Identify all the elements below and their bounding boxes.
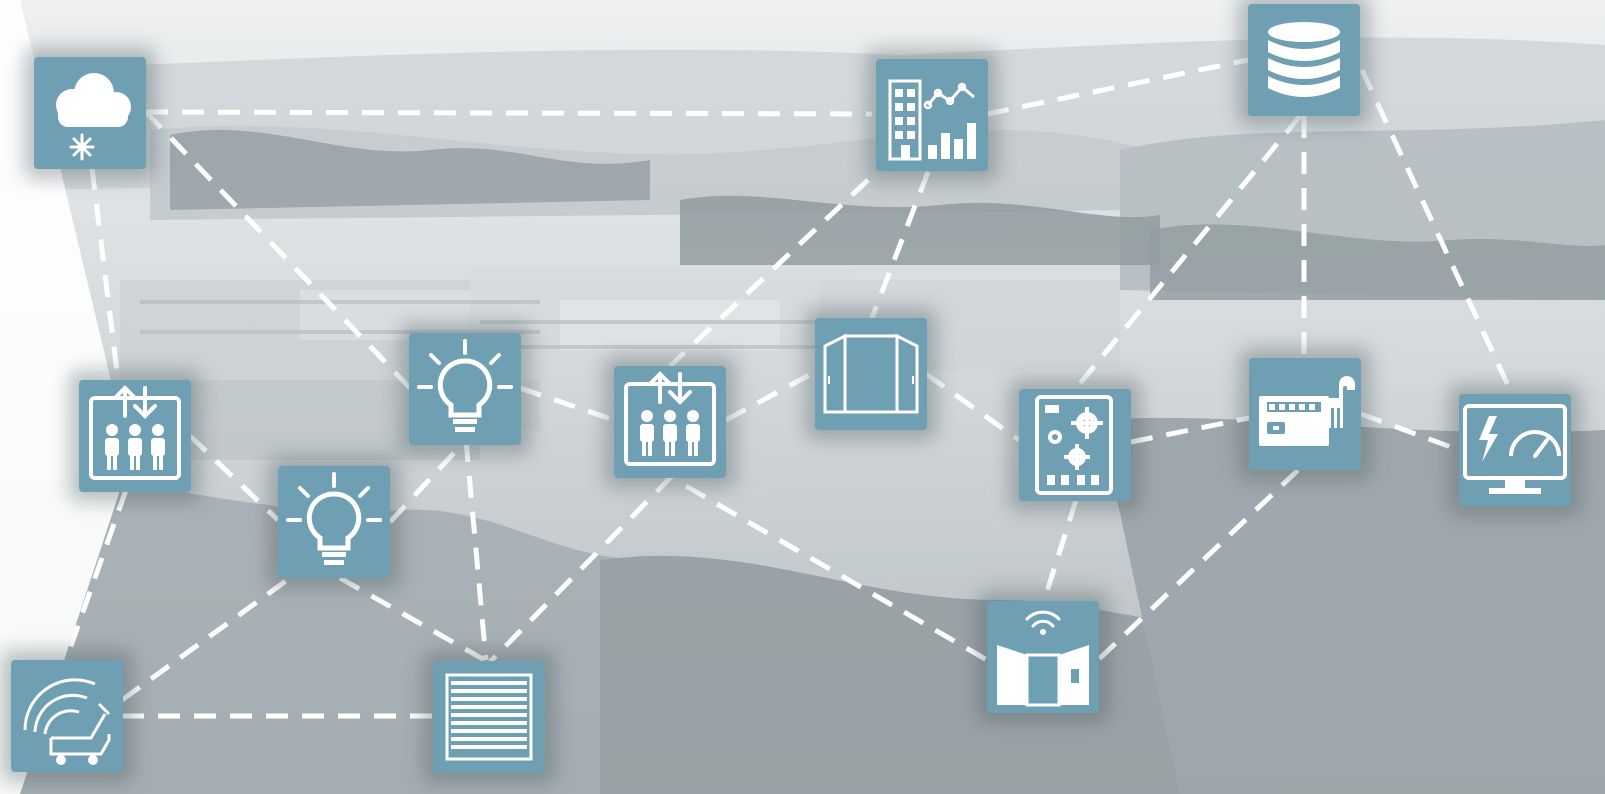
cleaning-robot-icon — [23, 678, 111, 765]
connection-line — [188, 434, 280, 522]
elevator-tile — [79, 380, 191, 492]
chevron-arrow — [0, 0, 130, 794]
automation-tile — [1019, 389, 1131, 501]
connection-line — [488, 474, 674, 664]
database-icon — [1268, 22, 1340, 97]
automation-gears-icon — [1035, 395, 1113, 495]
connection-line — [1041, 499, 1079, 602]
connection-line — [924, 371, 1021, 443]
connection-line — [338, 575, 490, 665]
cloud-snow-tile — [34, 57, 146, 169]
light-bulb-tile — [278, 466, 390, 578]
connection-line — [145, 109, 873, 117]
connection-line — [1096, 468, 1300, 662]
connection-line — [684, 483, 989, 663]
wireless-gate-icon — [997, 610, 1089, 707]
connection-line — [869, 171, 931, 319]
connection-line — [63, 489, 129, 661]
light-bulb-icon — [286, 472, 382, 565]
energy-meter-tile — [1459, 394, 1571, 506]
window-blind-icon — [445, 673, 533, 761]
controller-unit-icon — [1259, 376, 1355, 446]
connection-line — [1359, 68, 1515, 396]
door-tile — [815, 318, 927, 430]
connection-line — [1360, 411, 1460, 453]
elevator-tile — [614, 366, 726, 478]
connection-line — [388, 438, 468, 524]
light-bulb-tile — [409, 333, 521, 445]
building-analytics-tile — [876, 59, 988, 171]
connection-line — [986, 57, 1249, 117]
door-icon — [823, 333, 919, 414]
connection-line — [668, 178, 870, 368]
energy-meter-icon — [1463, 404, 1567, 494]
connection-line — [724, 369, 817, 423]
window-blind-tile — [433, 661, 545, 773]
light-bulb-icon — [417, 339, 513, 432]
building-analytics-icon — [888, 79, 976, 161]
elevator-icon — [624, 371, 716, 466]
elevator-icon — [89, 385, 181, 480]
wireless-gate-tile — [987, 601, 1099, 713]
connection-line — [1076, 114, 1302, 388]
controller-tile — [1249, 358, 1361, 470]
connection-line — [519, 385, 615, 423]
connection-lines — [63, 57, 1515, 719]
cleaning-robot-tile — [11, 660, 123, 772]
connection-line — [144, 110, 412, 390]
connection-line — [1130, 415, 1250, 445]
connection-line — [463, 439, 489, 661]
cloud-snow-icon — [56, 73, 131, 161]
database-tile — [1248, 4, 1360, 116]
